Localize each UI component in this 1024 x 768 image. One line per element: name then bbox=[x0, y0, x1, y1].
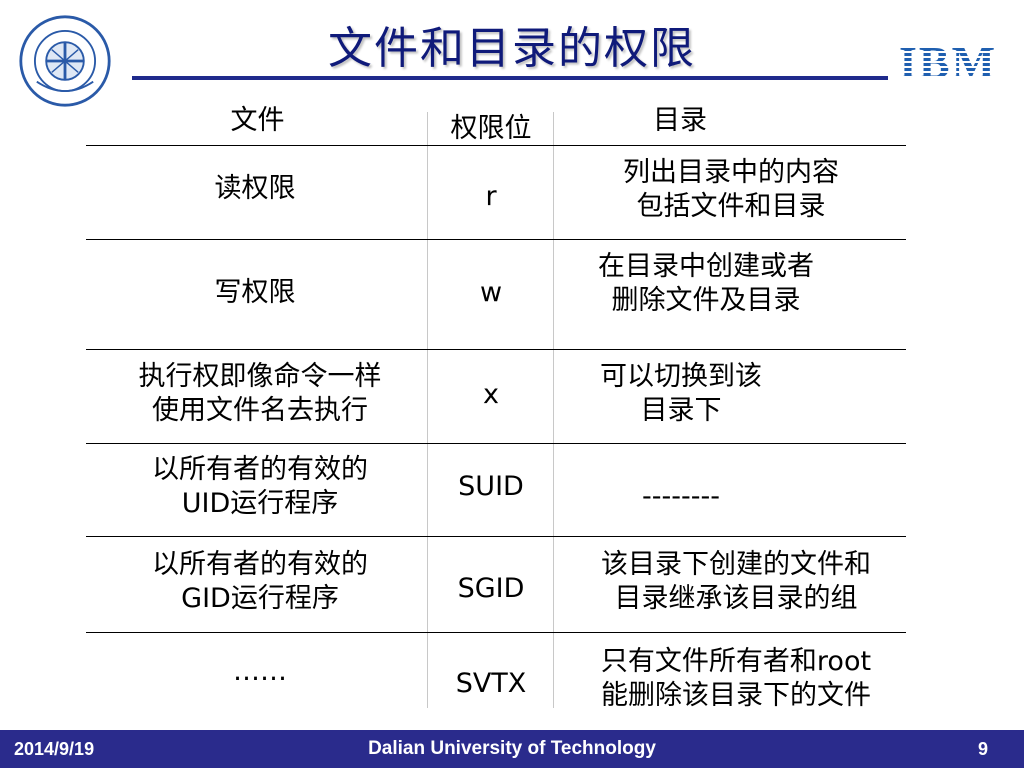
row-divider bbox=[86, 349, 906, 350]
table-cell-bits: w bbox=[479, 277, 503, 308]
footer-organization: Dalian University of Technology bbox=[368, 738, 656, 759]
table-cell-bits: r bbox=[485, 181, 497, 212]
row-divider bbox=[86, 536, 906, 537]
table-cell-dir: -------- bbox=[642, 481, 720, 512]
table-cell-dir: 该目录下创建的文件和目录继承该目录的组 bbox=[601, 549, 871, 614]
table-cell-file: 读权限 bbox=[214, 173, 296, 204]
table-cell-file: 执行权即像命令一样使用文件名去执行 bbox=[138, 361, 382, 426]
row-divider bbox=[86, 443, 906, 444]
table-cell-file: …… bbox=[233, 656, 287, 687]
column-divider bbox=[427, 112, 428, 708]
slide-title: 文件和目录的权限 bbox=[328, 23, 696, 74]
table-cell-dir: 可以切换到该目录下 bbox=[600, 361, 762, 426]
table-cell-bits: SGID bbox=[457, 573, 525, 604]
table-cell-dir: 列出目录中的内容包括文件和目录 bbox=[623, 157, 839, 222]
header-directory: 目录 bbox=[653, 105, 707, 136]
header-permission-bits: 权限位 bbox=[450, 113, 532, 144]
svg-text:IBM: IBM bbox=[899, 38, 997, 84]
ibm-logo: IBM bbox=[899, 38, 997, 84]
table-cell-dir: 在目录中创建或者删除文件及目录 bbox=[598, 251, 814, 316]
column-divider bbox=[553, 112, 554, 708]
row-divider bbox=[86, 632, 906, 633]
page-number: 9 bbox=[977, 739, 988, 759]
header-file: 文件 bbox=[230, 105, 285, 136]
row-divider bbox=[86, 239, 906, 240]
table-cell-bits: SUID bbox=[458, 471, 524, 502]
footer-date: 2014/9/19 bbox=[14, 739, 95, 759]
title-underline bbox=[132, 76, 888, 80]
university-logo bbox=[19, 15, 111, 107]
table-cell-file: 写权限 bbox=[214, 277, 296, 308]
footer-bar: 2014/9/19 Dalian University of Technolog… bbox=[0, 730, 1024, 768]
table-cell-bits: x bbox=[483, 379, 499, 410]
table-cell-bits: SVTX bbox=[455, 668, 527, 699]
row-divider bbox=[86, 145, 906, 146]
